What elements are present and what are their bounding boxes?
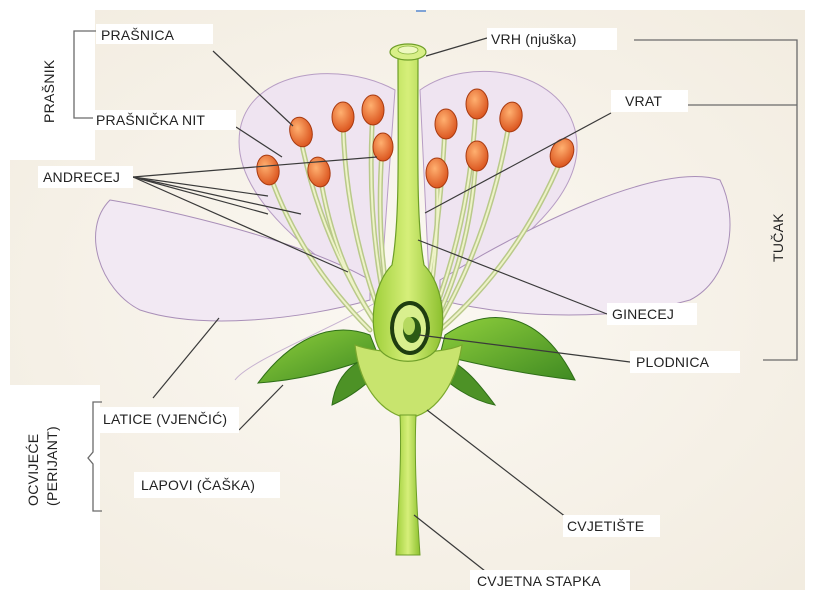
label-ginecej: GINECEJ bbox=[612, 306, 674, 322]
label-cvjetna-stapka: CVJETNA STAPKA bbox=[477, 573, 601, 589]
label-andrecej: ANDRECEJ bbox=[43, 169, 120, 185]
label-prasnica: PRAŠNICA bbox=[101, 27, 175, 43]
label-plodnica: PLODNICA bbox=[636, 354, 710, 370]
label-lapovi: LAPOVI (ČAŠKA) bbox=[141, 477, 255, 493]
label-vrat: VRAT bbox=[625, 93, 662, 109]
top-mark bbox=[416, 10, 426, 12]
label-vrh: VRH (njuška) bbox=[491, 31, 577, 47]
label-latice: LATICE (VJENČIĆ) bbox=[103, 411, 227, 427]
label-ocvijece: OCVIJEĆE bbox=[25, 434, 41, 506]
label-perijant: (PERIJANT) bbox=[44, 426, 60, 506]
label-tucak: TUČAK bbox=[770, 213, 786, 262]
label-prasnik: PRAŠNIK bbox=[41, 59, 57, 123]
label-prasnicka-nit: PRAŠNIČKA NIT bbox=[96, 112, 205, 128]
label-cvjetiste: CVJETIŠTE bbox=[567, 518, 644, 534]
